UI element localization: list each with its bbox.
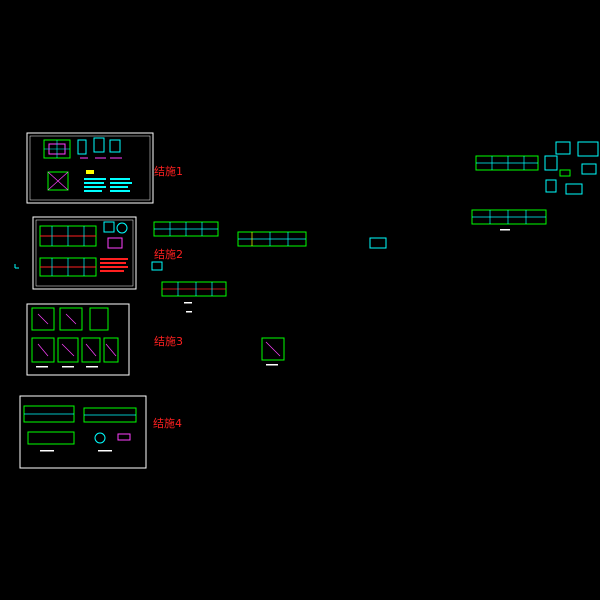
detail-right-sections[interactable]	[545, 141, 599, 195]
coordinate-marker	[14, 264, 19, 269]
detail-small-block[interactable]	[151, 261, 163, 271]
sheet-3[interactable]	[26, 303, 130, 376]
detail-right-elevation-2[interactable]	[471, 209, 547, 231]
detail-beam-elevation-3[interactable]	[237, 231, 307, 247]
detail-beam-elevation-2[interactable]	[161, 281, 227, 313]
detail-column-section[interactable]	[261, 337, 285, 366]
sheet-4-label: 结施4	[153, 417, 182, 430]
sheet-2-label: 结施2	[154, 248, 183, 261]
detail-right-elevation-1[interactable]	[475, 155, 558, 171]
sheet-4[interactable]	[19, 395, 147, 469]
sheet-1-label: 结施1	[154, 165, 183, 178]
sheet-1[interactable]	[26, 132, 154, 204]
detail-beam-elevation-1[interactable]	[153, 221, 219, 237]
sheet-3-label: 结施3	[154, 335, 183, 348]
detail-small-section[interactable]	[369, 237, 387, 249]
sheet-2[interactable]	[32, 216, 137, 290]
